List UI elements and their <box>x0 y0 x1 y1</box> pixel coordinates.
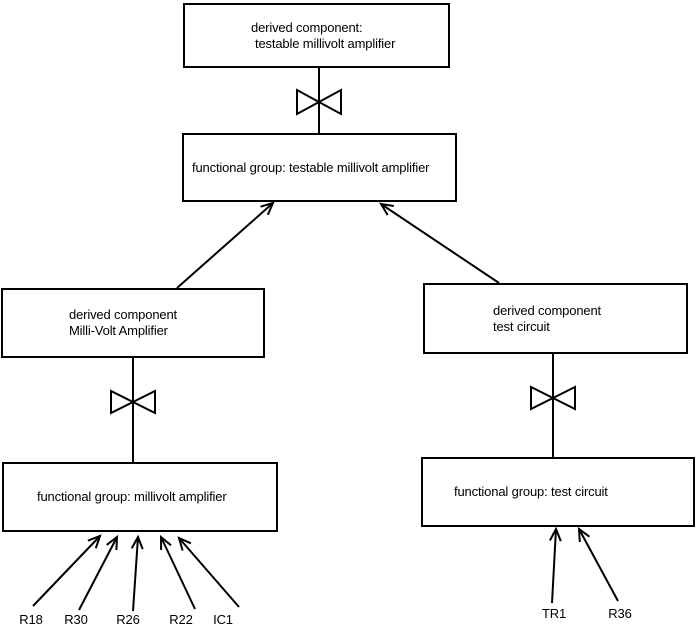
leaf-label-r36: R36 <box>608 606 632 621</box>
open-arrowhead-icon <box>130 534 144 550</box>
bowtie-icon <box>110 389 156 415</box>
edge-top-derived-to-fg-testable <box>296 68 342 133</box>
node-label-line2: test circuit <box>493 318 550 334</box>
edge-tr1-to-fg-tc <box>549 526 562 604</box>
node-derived-milli-volt-amplifier: derived component Milli-Volt Amplifier <box>1 288 265 358</box>
node-label-line1: functional group: test circuit <box>454 484 608 499</box>
edge-r30-to-fg-mv <box>78 534 119 611</box>
node-label-line2: testable millivolt amplifier <box>255 35 396 51</box>
node-functional-group-millivolt: functional group: millivolt amplifier <box>2 462 278 532</box>
edge-r36-to-fg-tc <box>577 526 619 602</box>
edge-derived-mv-to-fg-testable <box>176 201 275 289</box>
open-arrowhead-icon <box>159 534 172 551</box>
leaf-label-tr1: TR1 <box>541 606 567 621</box>
edge-derived-mv-to-fg-mv <box>110 358 156 462</box>
node-label-line2: Milli-Volt Amplifier <box>69 323 168 338</box>
open-arrowhead-icon <box>549 526 562 542</box>
edge-r22-to-fg-mv <box>159 534 196 610</box>
node-label-line1: derived component: <box>251 19 363 35</box>
leaf-label-r30: R30 <box>64 612 88 627</box>
open-arrowhead-icon <box>177 536 192 551</box>
open-arrowhead-icon <box>87 534 102 549</box>
edge-r26-to-fg-mv <box>130 534 144 612</box>
node-functional-group-testable: functional group: testable millivolt amp… <box>182 133 457 202</box>
node-label-line1: derived component <box>493 302 602 318</box>
edge-derived-tc-to-fg-testable <box>379 202 500 284</box>
open-arrowhead-icon <box>379 202 394 216</box>
edge-ic1-to-fg-mv <box>177 536 240 608</box>
node-top-derived-component: derived component: testable millivolt am… <box>183 3 450 68</box>
leaf-label-ic1: IC1 <box>213 612 233 627</box>
leaf-label-r18: R18 <box>19 612 43 627</box>
leaf-label-r26: R26 <box>116 612 140 627</box>
bowtie-icon <box>296 88 342 116</box>
node-functional-group-test-circuit: functional group: test circuit <box>421 457 695 527</box>
open-arrowhead-icon <box>106 534 119 551</box>
edge-r18-to-fg-mv <box>32 534 102 607</box>
node-derived-test-circuit: derived component test circuit <box>423 283 688 354</box>
open-arrowhead-icon <box>260 201 275 216</box>
bowtie-icon <box>530 385 576 411</box>
node-label-line1: functional group: millivolt amplifier <box>37 489 227 504</box>
open-arrowhead-icon <box>577 526 590 543</box>
node-label-line1: derived component <box>69 307 178 322</box>
edge-derived-tc-to-fg-tc <box>530 354 576 457</box>
leaf-label-r22: R22 <box>169 612 193 627</box>
node-label-line1: functional group: testable millivolt amp… <box>192 159 430 175</box>
